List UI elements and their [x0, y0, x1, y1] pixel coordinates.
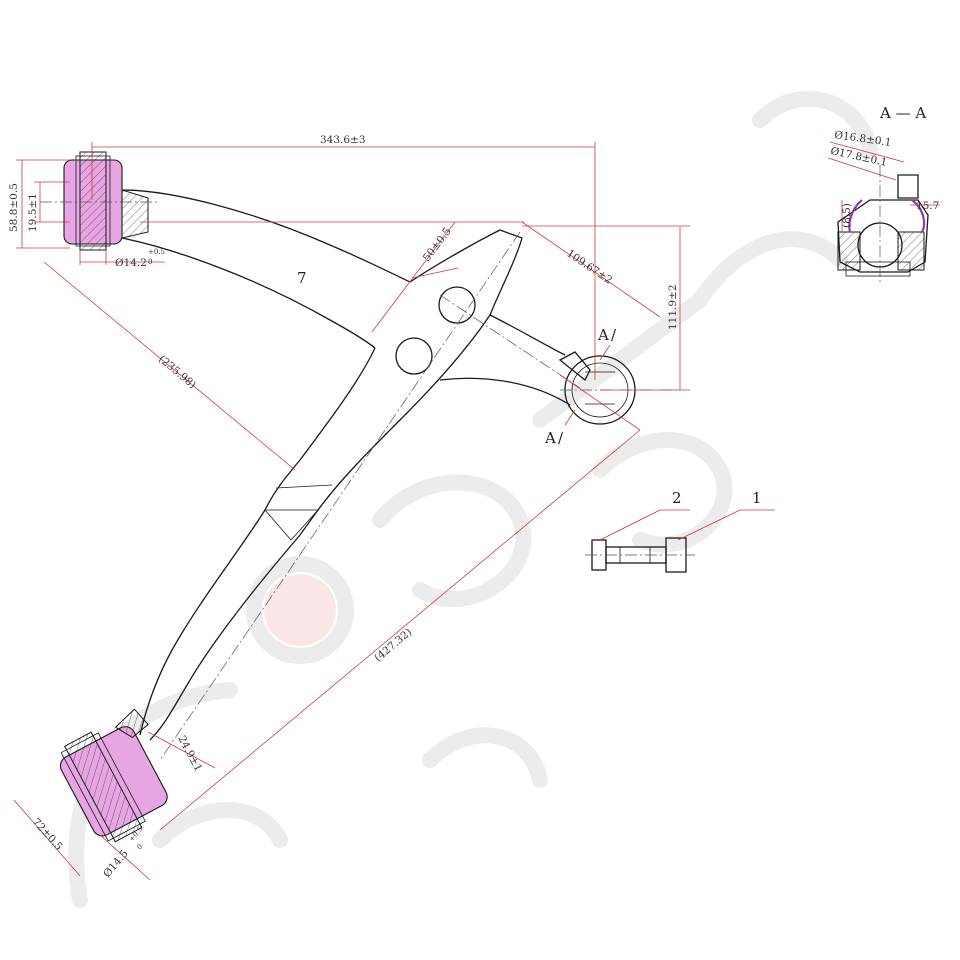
dim-height-19: 19.5±1 — [27, 193, 39, 232]
dim-overall-length: 343.6±3 — [320, 134, 366, 146]
dim-rear-72: 72±0.5 — [30, 816, 65, 853]
dim-height-111: 111.9±2 — [667, 284, 679, 330]
cut-mark-bottom: A — [544, 429, 556, 447]
section-title: A — A — [879, 104, 926, 122]
part-number-1: 1 — [752, 489, 762, 507]
dim-height-58: 58.8±0.5 — [8, 183, 20, 232]
bolt-assembly — [585, 509, 775, 573]
dim-bore-rear-tol2: 0 — [135, 843, 144, 852]
front-bushing — [40, 151, 160, 251]
rear-bushing — [59, 708, 168, 843]
arm-mark: 7 — [297, 269, 307, 287]
control-arm-body — [121, 189, 581, 761]
dim-width-24: 24.9±1 — [175, 734, 204, 774]
cut-mark-slash-top: / — [611, 326, 617, 344]
cut-mark-top: A — [597, 326, 609, 344]
dim-bore-front: Ø14.2 — [115, 257, 147, 269]
section-labels: A — A Ø16.8±0.1 Ø17.8±0.1 (8.5) 15.7 — [829, 104, 939, 228]
watermark — [68, 90, 878, 908]
dim-bore-rear: Ø14.5 — [101, 848, 131, 880]
section-h2: 15.7 — [916, 200, 939, 212]
dim-diag-235: (235.98) — [156, 353, 198, 391]
cut-mark-slash-bottom: / — [558, 429, 564, 447]
dim-bore-front-tol2: 0 — [148, 258, 152, 266]
section-d2: Ø17.8±0.1 — [829, 145, 888, 169]
section-h1: (8.5) — [841, 203, 853, 228]
dim-bore-front-tol: +0.5 — [148, 248, 165, 256]
dimension-lines — [13, 142, 690, 881]
dim-diag-427: (427.32) — [372, 626, 414, 664]
part-number-2: 2 — [672, 489, 682, 507]
dim-offset-109: 109.67±2 — [564, 248, 614, 287]
section-a-a — [827, 141, 940, 285]
part-labels: A / A / 1 2 7 — [297, 269, 762, 507]
